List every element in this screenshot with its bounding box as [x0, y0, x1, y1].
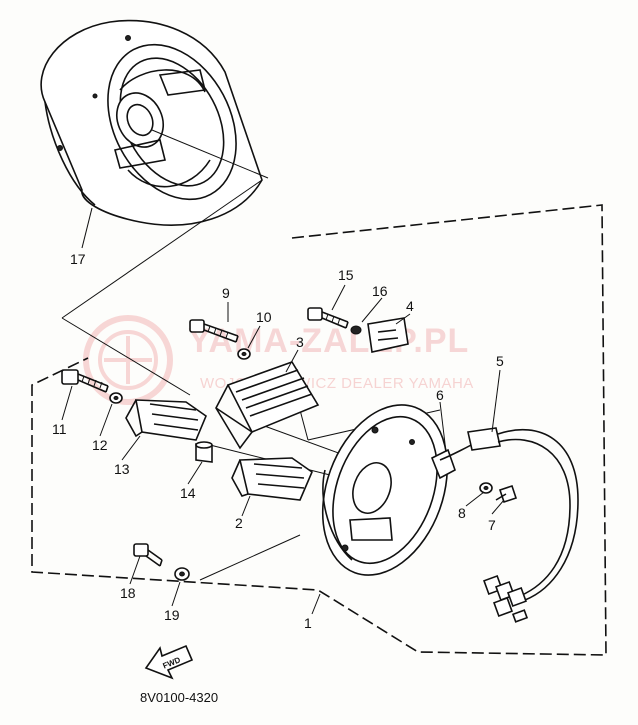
callout-labels: 1 2 3 4 5 6 7 8 9 10 11 12 13 14 15 16 1…: [52, 251, 504, 631]
leader-lines: [61, 284, 505, 615]
screw-7: [495, 484, 518, 504]
screw-11: [61, 369, 109, 393]
assembly-boundary: [31, 204, 607, 656]
callout-7: 7: [488, 517, 496, 533]
callout-3: 3: [296, 334, 304, 350]
callout-6: 6: [436, 387, 444, 403]
callout-1: 1: [304, 615, 312, 631]
callout-16: 16: [372, 283, 388, 299]
callout-2: 2: [235, 515, 243, 531]
callout-10: 10: [256, 309, 272, 325]
charge-coil: [215, 361, 320, 450]
clamp-4: [367, 317, 409, 353]
callout-17: 17: [70, 251, 86, 267]
screw-15: [307, 307, 349, 329]
source-coil-13: [125, 399, 207, 441]
callout-9: 9: [222, 285, 230, 301]
bolt-18: [133, 543, 163, 567]
callout-19: 19: [164, 607, 180, 623]
forward-arrow: FWD: [144, 644, 194, 680]
callout-5: 5: [496, 353, 504, 369]
washer-16: [350, 325, 362, 335]
callout-13: 13: [114, 461, 130, 477]
callout-12: 12: [92, 437, 108, 453]
callout-8: 8: [458, 505, 466, 521]
washer-12-hole: [113, 395, 119, 401]
callout-14: 14: [180, 485, 196, 501]
drawing-code: 8V0100-4320: [140, 690, 218, 705]
watermark-logo: [83, 315, 173, 405]
lighting-coil-2: [231, 457, 313, 501]
screw-9: [189, 319, 239, 343]
watermark-title: YAMA-ZALEP.PL: [188, 322, 469, 360]
washer-19-hole: [179, 571, 185, 577]
washer-8-hole: [483, 485, 489, 491]
callout-4: 4: [406, 298, 414, 314]
flywheel-rotor: [40, 19, 263, 226]
collar-14: [195, 441, 213, 463]
harness-connectors: [483, 575, 529, 623]
wire-harness: [467, 427, 579, 623]
callout-18: 18: [120, 585, 136, 601]
callout-15: 15: [338, 267, 354, 283]
washer-10-hole: [241, 351, 247, 357]
stator-base-plate: [321, 404, 449, 576]
callout-11: 11: [52, 421, 67, 437]
leader-17: [81, 207, 93, 249]
